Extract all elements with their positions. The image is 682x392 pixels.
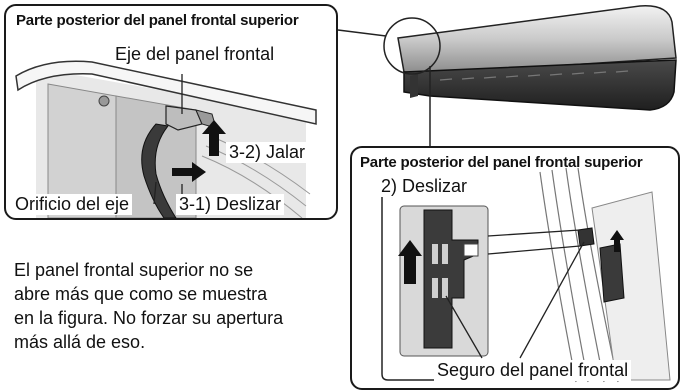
note-line-3: en la figura. No forzar su apertura xyxy=(14,308,284,328)
left-detail-illustration xyxy=(15,60,317,218)
pull-label: 3-2) Jalar xyxy=(226,142,309,163)
caution-note: El panel frontal superior no se abre más… xyxy=(14,258,344,354)
lock-label: Seguro del panel frontal xyxy=(434,360,632,381)
hole-label: Orificio del eje xyxy=(12,194,133,215)
note-line-4: más allá de eso. xyxy=(14,332,146,352)
axis-label: Eje del panel frontal xyxy=(112,44,278,65)
right-detail-frame: Parte posterior del panel frontal superi… xyxy=(350,146,680,390)
right-detail-illustration xyxy=(381,167,671,383)
note-line-2: abre más que como se muestra xyxy=(14,284,268,304)
slide-label: 3-1) Deslizar xyxy=(176,194,285,215)
right-frame-title: Parte posterior del panel frontal superi… xyxy=(360,154,643,171)
note-line-1: El panel frontal superior no se xyxy=(14,260,254,280)
right-slide-label: 2) Deslizar xyxy=(378,176,471,197)
left-detail-frame: Parte posterior del panel frontal superi… xyxy=(4,4,338,220)
left-frame-title: Parte posterior del panel frontal superi… xyxy=(16,12,299,29)
